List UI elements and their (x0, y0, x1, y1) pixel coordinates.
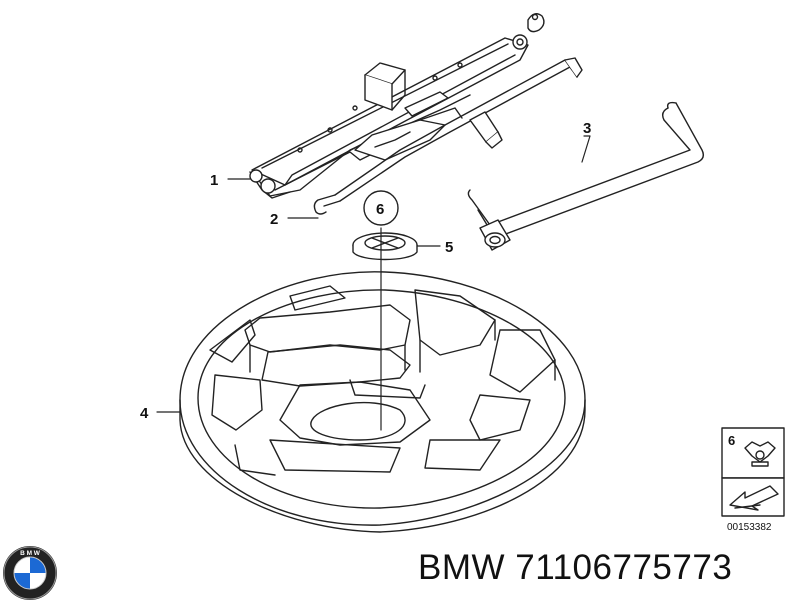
svg-text:B M W: B M W (20, 550, 41, 557)
wing-nut (352, 232, 418, 261)
inset-number: 6 (728, 433, 735, 448)
arrow-icon (729, 485, 779, 511)
wheel-wrench (467, 101, 705, 251)
wing-nut-icon (744, 441, 776, 467)
callout-6: 6 (376, 201, 384, 218)
callout-6-circle (363, 190, 399, 226)
reference-code: 00153382 (727, 522, 772, 533)
callout-leaders (156, 135, 591, 413)
legend-inset (721, 427, 785, 517)
tool-tray (179, 271, 586, 533)
part-number-label: BMW 71106775773 (418, 548, 733, 587)
bmw-logo-icon: B M W (3, 546, 57, 600)
callout-3: 3 (583, 120, 591, 137)
callout-1: 1 (210, 172, 218, 189)
callout-4: 4 (140, 405, 149, 422)
callout-2: 2 (270, 211, 278, 228)
callout-5: 5 (445, 239, 453, 256)
crank-rod (313, 57, 583, 215)
car-jack (249, 13, 545, 199)
